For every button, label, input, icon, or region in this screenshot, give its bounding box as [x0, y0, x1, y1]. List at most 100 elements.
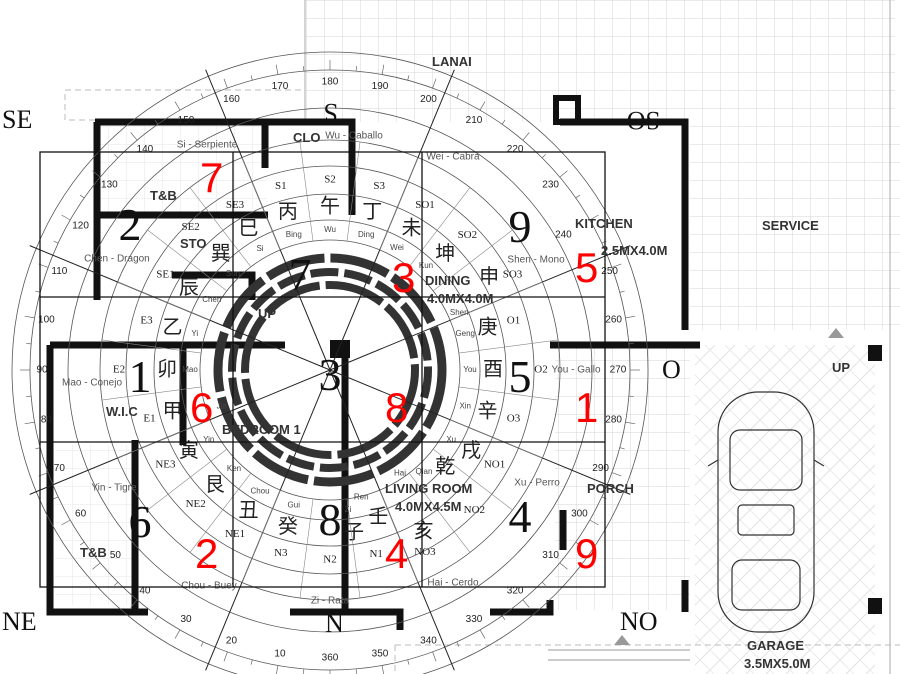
garage-column [868, 598, 882, 614]
mountain-character: 午 [320, 194, 340, 218]
mountain-animal: Hai - Cerdo [427, 578, 479, 589]
degree-tick [501, 615, 506, 621]
degree-tick [130, 132, 138, 141]
degree-tick [501, 119, 506, 125]
degree-label: 130 [101, 180, 118, 191]
degree-tick [154, 615, 159, 621]
flying-star-number: 7 [200, 154, 223, 201]
degree-tick [625, 315, 636, 319]
mountain-divider [449, 419, 543, 459]
degree-label: 180 [322, 77, 339, 88]
degree-label: 100 [38, 315, 55, 326]
degree-tick [276, 665, 279, 674]
bagua-ring [228, 268, 432, 472]
mountain-pinyin: Qian [416, 467, 433, 476]
base-star-number: 5 [509, 351, 532, 402]
degree-label: 140 [137, 144, 154, 155]
degree-tick [24, 421, 35, 425]
mountain-character: 丑 [239, 498, 259, 522]
degree-tick [114, 154, 119, 159]
mountain-pinyin: Wei [390, 243, 404, 252]
degree-tick [432, 651, 437, 662]
degree-tick [53, 240, 59, 244]
degree-tick [24, 315, 35, 319]
base-star-number: 4 [509, 491, 532, 542]
mountain-divider [432, 448, 513, 511]
room-label-service: SERVICE [762, 218, 819, 233]
degree-label: 320 [507, 585, 524, 596]
degree-label: 230 [542, 180, 559, 191]
degree-tick [407, 659, 410, 665]
direction-s: S [324, 98, 338, 127]
base-star-number: 8 [319, 494, 342, 545]
tb-floor [97, 125, 267, 215]
mountain-code: E2 [113, 364, 125, 376]
flying-star-number: 6 [190, 384, 213, 431]
mountain-code: S2 [324, 174, 336, 186]
mountain-divider [241, 157, 281, 251]
mountain-divider [101, 339, 202, 354]
direction-se: SE [2, 105, 32, 134]
degree-tick [479, 101, 486, 111]
room-label-up-garage: UP [832, 360, 850, 375]
mountain-divider [117, 281, 211, 321]
room-label-kitchen-size: 2.5MX4.0M [601, 243, 667, 258]
mountain-divider [432, 229, 513, 292]
compass-ring [153, 193, 507, 547]
degree-tick [522, 599, 530, 608]
mountain-character: 卯 [157, 357, 177, 381]
mountain-divider [241, 489, 281, 583]
mountain-pinyin: Xin [459, 401, 471, 410]
mountain-divider [299, 498, 314, 599]
car-icon [707, 391, 825, 633]
column [330, 340, 350, 358]
degree-tick [61, 519, 71, 526]
degree-label: 260 [605, 315, 622, 326]
mountain-divider [117, 419, 211, 459]
degree-tick [223, 78, 228, 89]
degree-tick [559, 170, 568, 178]
degree-tick [174, 629, 181, 639]
mountain-code: E1 [143, 413, 155, 425]
degree-tick [407, 75, 410, 81]
flying-star-number: 2 [195, 530, 218, 577]
column [553, 95, 581, 125]
room-label-porch: PORCH [587, 481, 634, 496]
mountain-code: S3 [373, 180, 385, 192]
degree-tick [79, 194, 85, 199]
mountain-code: NE3 [155, 459, 176, 471]
degree-tick [559, 562, 568, 570]
degree-tick [619, 447, 625, 450]
degree-label: 200 [420, 94, 437, 105]
mountain-animal: Wu - Caballo [325, 131, 383, 142]
bagua-ring [213, 253, 447, 487]
degree-tick [611, 472, 622, 477]
degree-label: 70 [54, 463, 66, 474]
degree-tick [53, 496, 59, 500]
mountain-character: 艮 [205, 472, 225, 496]
mountain-character: 庚 [477, 314, 497, 338]
degree-label: 10 [274, 648, 286, 659]
mountain-pinyin: Kun [419, 261, 433, 270]
mountain-divider [346, 141, 361, 242]
degree-label: 300 [571, 509, 588, 520]
base-star-number: 9 [509, 201, 532, 252]
mountain-character: 寅 [179, 438, 199, 462]
degree-label: 20 [226, 635, 238, 646]
room-label-dining-size: 4.0MX4.0M [427, 291, 493, 306]
mountain-character: 亥 [414, 519, 434, 543]
mountain-code: O1 [507, 314, 520, 326]
direction-o: O [662, 355, 681, 384]
mountain-character: 壬 [368, 504, 388, 528]
mountain-pinyin: Ken [227, 464, 241, 473]
mountain-divider [458, 386, 559, 401]
degree-tick [154, 119, 159, 125]
mountain-code: E3 [140, 314, 153, 326]
degree-label: 240 [555, 230, 572, 241]
compass-ring [199, 239, 461, 501]
mountain-code: SE1 [156, 269, 174, 281]
mountain-character: 丁 [362, 199, 382, 223]
mountain-code: S1 [275, 180, 287, 192]
